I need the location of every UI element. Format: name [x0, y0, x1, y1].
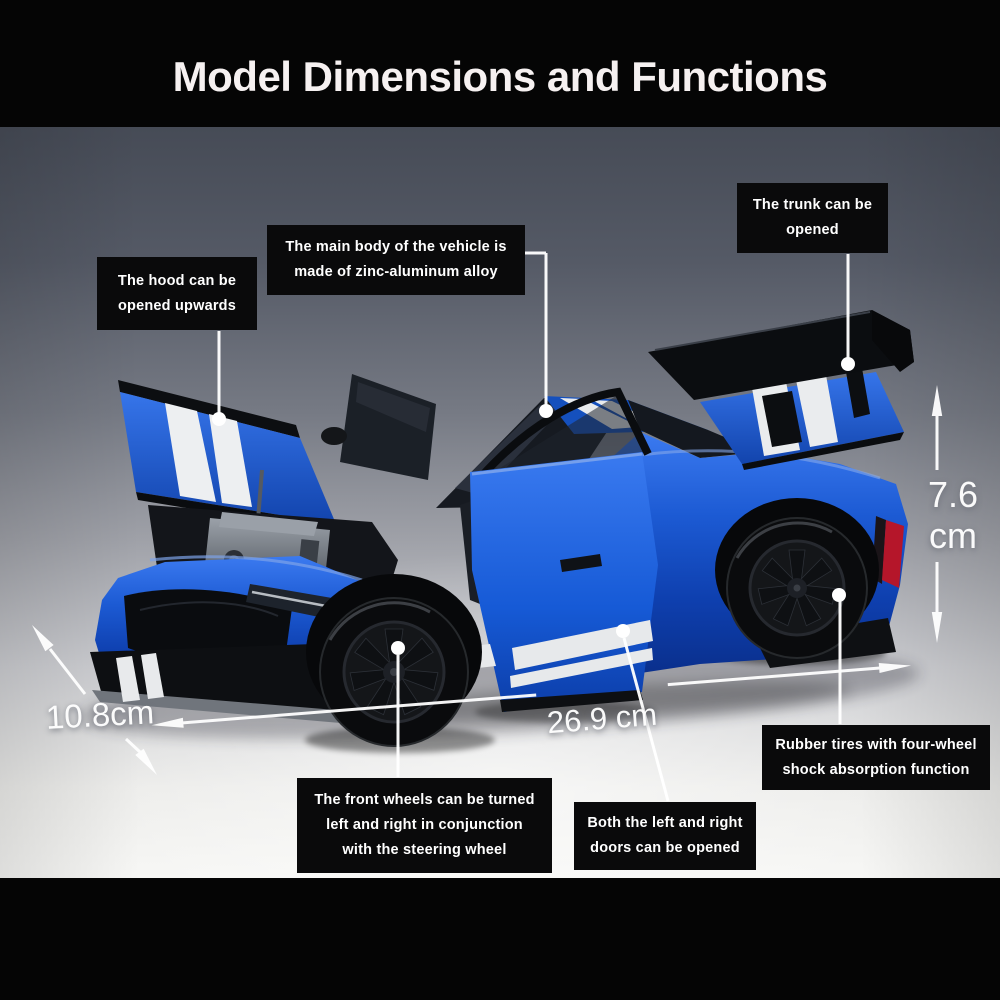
callout-front-wheels: The front wheels can be turned left and … — [297, 778, 552, 873]
car-open-door — [444, 387, 658, 712]
dot-trunk — [841, 357, 855, 371]
height-dimension-label: 7.6 cm — [927, 474, 979, 557]
header-band: Model Dimensions and Functions — [0, 0, 1000, 127]
car-rear-wheel — [715, 498, 879, 659]
callout-trunk: The trunk can be opened — [737, 183, 888, 253]
dot-rubber-tires — [832, 588, 846, 602]
callout-doors: Both the left and right doors can be ope… — [574, 802, 756, 870]
dot-main-body — [539, 404, 553, 418]
footer-band — [0, 878, 1000, 1000]
leader-main-body — [525, 251, 548, 405]
width-dimension-label: 10.8cm — [44, 693, 155, 736]
callout-leader-lines — [217, 251, 850, 802]
callout-hood: The hood can be opened upwards — [97, 257, 257, 330]
dot-doors — [616, 624, 630, 638]
height-dimension-arrow — [931, 385, 943, 643]
callout-rubber-tires: Rubber tires with four-wheel shock absor… — [762, 725, 990, 790]
car-far-door — [321, 374, 436, 480]
leader-doors — [622, 637, 670, 802]
callout-main-body: The main body of the vehicle is made of … — [267, 225, 525, 295]
page-title: Model Dimensions and Functions — [172, 52, 828, 100]
dot-front-wheels — [391, 641, 405, 655]
length-dimension-arrow — [151, 663, 912, 728]
callout-dots — [212, 357, 855, 655]
dot-hood — [212, 412, 226, 426]
width-dimension-arrow — [32, 625, 157, 775]
